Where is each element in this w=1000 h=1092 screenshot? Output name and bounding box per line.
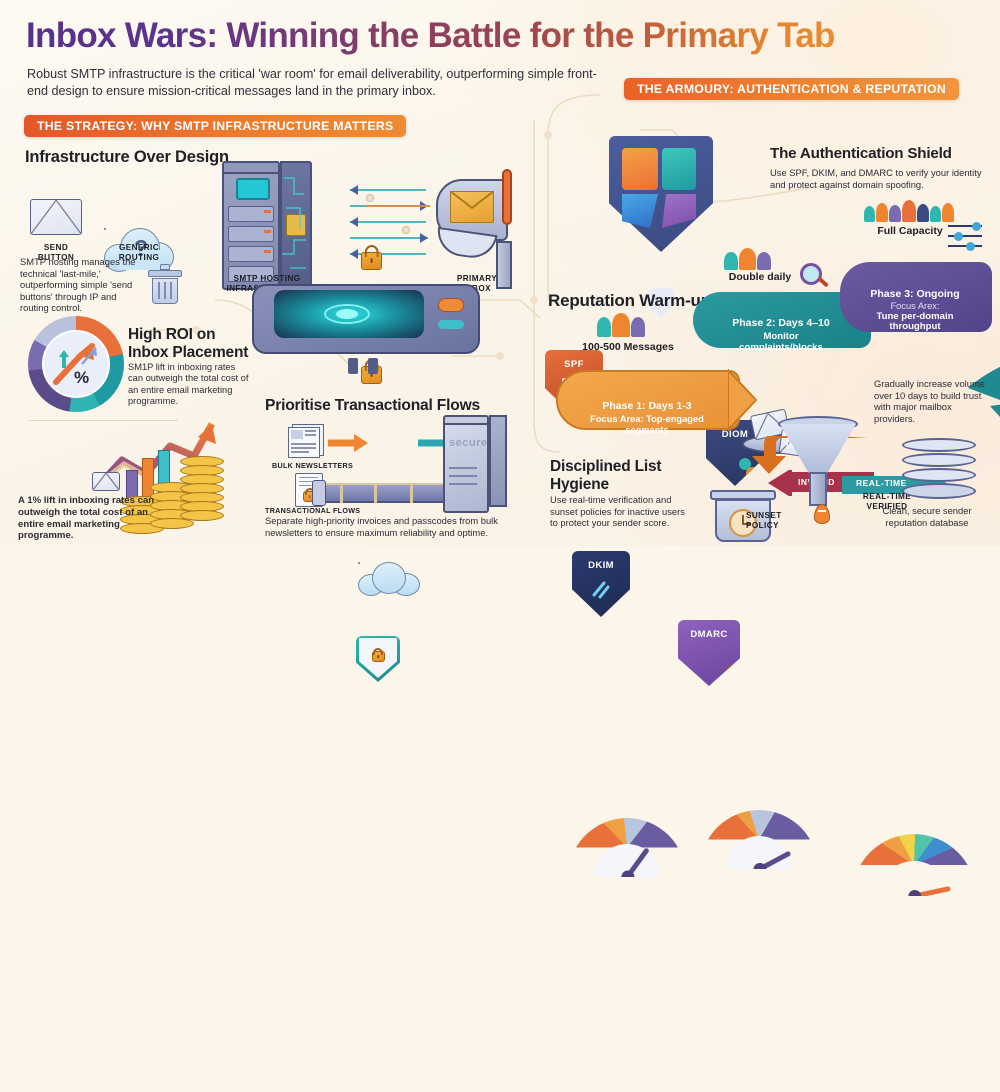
magnifier-icon — [800, 263, 830, 293]
page-title: Inbox Wars: Winning the Battle for the P… — [26, 16, 976, 56]
primary-inbox-mailbox-icon — [432, 165, 522, 290]
newspaper-icon — [288, 424, 324, 458]
percent-symbol: % — [74, 368, 90, 387]
phase-3-detail-line1: Focus Arex: — [890, 301, 940, 311]
secure-pipe — [312, 478, 460, 508]
inactive-arrow-shape — [752, 436, 868, 474]
badge-dkim-label: DKIM — [588, 560, 614, 571]
phase-2-detail-line1: Monitor — [763, 331, 799, 342]
phase-3-detail-line2: Tune per-domain — [876, 311, 954, 322]
phase-1-people-icon — [597, 313, 659, 337]
sender-reputation-database-icon — [902, 438, 976, 504]
heading-authentication: The Authentication Shield — [770, 145, 952, 162]
phase-1-detail-line1: Focus Area: Top-engaged — [590, 414, 704, 424]
realtime-verified-label-line1: REAL-TIME — [862, 492, 912, 501]
heading-roi: High ROI on Inbox Placement — [128, 326, 249, 361]
routing-arrows — [350, 185, 430, 259]
phase-3-title: Phase 3: Ongoing — [870, 288, 960, 300]
generic-routing-cloud-icon: ? — [104, 228, 174, 272]
send-button-envelope-icon — [30, 199, 82, 235]
section-banner-armoury: THE ARMOURY: AUTHENTICATION & REPUTATION — [624, 78, 959, 100]
secure-server-icon: secure — [443, 415, 507, 513]
heading-hygiene: Disciplined List Hygiene — [550, 458, 662, 493]
body-hygiene: Use real-time verification and sunset po… — [550, 494, 685, 529]
caption-coins: A 1% lift in inboxing rates can outweigh… — [18, 495, 155, 542]
inbox-label-line1: PRIMARY — [456, 274, 498, 283]
sunset-policy-label-line1: SUNSET — [746, 511, 782, 520]
sunset-policy-label-line2: POLICY — [746, 521, 779, 530]
coin-stack-tall — [180, 456, 224, 540]
send-button-label-line1: SEND — [43, 243, 69, 252]
verification-funnel-icon — [778, 416, 858, 524]
settings-sliders-icon — [948, 222, 988, 252]
badge-dkim: DKIM — [572, 551, 630, 617]
gauge-phase-1 — [568, 818, 686, 877]
badge-diom-label: DIOM — [721, 429, 749, 440]
phase-2-title: Phase 2: Days 4–10 — [732, 317, 830, 329]
phase-3-detail-line3: throughput — [889, 321, 941, 332]
phase-1-detail-line2: segments — [625, 425, 669, 435]
trash-can-icon — [148, 263, 182, 305]
arrow-bulk-to-cloud — [328, 434, 368, 452]
heading-reputation: Reputation Warm-up — [548, 291, 711, 310]
authentication-main-shield — [600, 128, 722, 318]
gauge-phase-2 — [700, 810, 818, 869]
note-gradual-increase: Gradually increase volume over 10 days t… — [874, 378, 985, 424]
divider — [28, 420, 178, 421]
server-label-line1: SMTP HOSTING — [233, 274, 301, 283]
tag-realtime: REAL-TIME — [856, 478, 907, 488]
phase-2-volume-label: Double daily — [728, 271, 792, 283]
phase-2-people-icon — [724, 248, 788, 270]
realtime-verified-label-line2: VERIFIED — [866, 502, 908, 511]
warmup-ribbon — [968, 367, 1000, 440]
heading-transactional: Prioritise Transactional Flows — [265, 397, 480, 414]
lock-icon-1 — [361, 252, 382, 270]
label-transactional-flows: TRANSACTIONAL FLOWS — [265, 506, 361, 515]
body-infrastructure: SMTP hosting manages the technical 'last… — [20, 256, 136, 314]
caption-database: Clean, secure sender reputation database — [882, 505, 972, 528]
body-authentication: Use SPF, DKIM, and DMARC to verify your … — [770, 167, 982, 190]
phase-1-arrowhead — [728, 368, 758, 432]
page-subtitle: Robust SMTP infrastructure is the critic… — [27, 67, 597, 98]
secure-lock-shield-icon — [356, 636, 400, 682]
control-panel-device — [252, 284, 480, 374]
body-roi: SM1P lift in inboxing rates can outweigh… — [128, 362, 249, 407]
heading-infrastructure: Infrastructure Over Design — [25, 148, 229, 166]
generic-routing-label-line2: ROUTING — [118, 253, 160, 262]
secure-server-text: secure — [449, 437, 488, 449]
coin-stack-mid — [150, 482, 194, 538]
phase-3-card — [840, 262, 992, 332]
infographic-canvas: Inbox Wars: Winning the Battle for the P… — [0, 0, 1000, 546]
gauge-phase-3 — [852, 834, 976, 896]
phase-1-volume-label: 100-500 Messages — [582, 341, 674, 353]
send-button-label-line2: BUTTON — [37, 253, 75, 262]
sunset-trash-bin-icon — [710, 490, 776, 542]
full-capacity-label: Full Capacity — [877, 225, 943, 237]
capacity-people-icon — [864, 198, 960, 222]
generic-routing-label-line1: GENERIC — [118, 243, 160, 252]
body-transactional: Separate high-priority invoices and pass… — [265, 515, 498, 538]
badge-spf-label: SPF — [564, 359, 584, 370]
roi-donut-chart: % — [28, 316, 124, 412]
phase-2-detail-line2: complaints/blocks — [739, 342, 823, 353]
growth-coins-chart — [90, 412, 225, 540]
badge-dmarc: DMARC — [678, 620, 740, 686]
phase-1-title: Phase 1: Days 1-3 — [602, 400, 692, 412]
section-banner-strategy: THE STRATEGY: WHY SMTP INFRASTRUCTURE MA… — [24, 115, 407, 137]
label-bulk-newsletters: BULK NEWSLETTERS — [272, 461, 354, 470]
badge-dmarc-label: DMARC — [690, 629, 728, 640]
smtp-server-rack-icon — [222, 158, 312, 293]
cloud-routing-icon — [358, 562, 420, 596]
phase-1-card — [556, 370, 740, 430]
